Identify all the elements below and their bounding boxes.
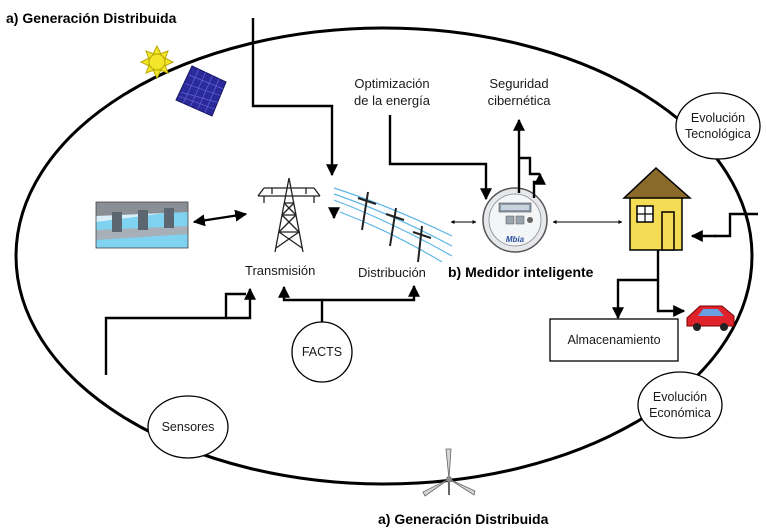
storage-label: Almacenamiento (567, 333, 661, 347)
label-medidor-inteligente: b) Medidor inteligente (448, 264, 594, 280)
oval-sensores (147, 395, 229, 459)
hydro-dam-icon (95, 201, 189, 249)
title-top: a) Generación Distribuida (6, 10, 177, 26)
sun-icon (139, 44, 175, 80)
storage-box (549, 318, 679, 362)
meter-brand-text: Mbia (506, 235, 525, 244)
oval-evolucion-economica (637, 371, 723, 439)
wind-turbine-icon (422, 448, 476, 497)
oval-facts (291, 321, 353, 383)
solar-panel-icon (175, 65, 227, 117)
label-distribucion: Distribución (358, 265, 426, 280)
label-seguridad-line2: cibernética (487, 93, 551, 108)
oval-evolucion-tecnologica (675, 92, 761, 160)
evolucion-tecnologica-line2: Tecnológica (684, 127, 751, 141)
title-bottom: a) Generación Distribuida (378, 511, 549, 527)
facts-text: FACTS (301, 345, 343, 359)
label-seguridad: Seguridad cibernética (474, 75, 564, 109)
smart-meter-icon: Mbia (482, 187, 548, 253)
evolucion-economica-line2: Económica (649, 406, 711, 420)
electric-car-icon (686, 305, 735, 331)
label-optimizacion-line1: Optimización (354, 76, 430, 91)
connector-arrows (104, 18, 758, 375)
label-optimizacion: Optimización de la energía (344, 75, 440, 109)
evolucion-economica-text: Evolución Económica (638, 372, 722, 438)
house-icon (622, 166, 692, 251)
sensores-text: Sensores (161, 420, 215, 434)
label-optimizacion-line2: de la energía (354, 93, 430, 108)
label-seguridad-line1: Seguridad (489, 76, 549, 91)
distribution-lines-icon (333, 187, 453, 263)
evolucion-tecnologica-line1: Evolución (690, 111, 746, 125)
evolucion-tecnologica-text: Evolución Tecnológica (676, 93, 760, 159)
transmission-tower-icon (257, 177, 321, 253)
label-transmision: Transmisión (245, 263, 316, 278)
evolucion-economica-line1: Evolución (652, 390, 708, 404)
main-ellipse (14, 26, 754, 486)
